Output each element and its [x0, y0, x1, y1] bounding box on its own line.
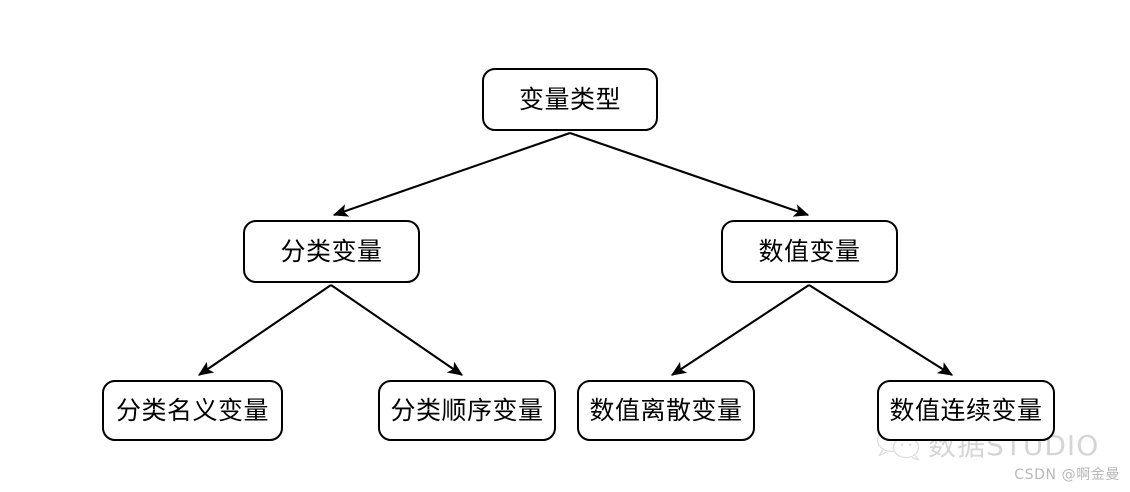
edge-categorical-nominal — [198, 284, 332, 376]
edge-root-numeric — [569, 132, 810, 217]
node-label: 数值连续变量 — [889, 396, 1043, 425]
node-ordinal-variable: 分类顺序变量 — [378, 380, 556, 441]
edge-root-categorical — [332, 132, 571, 217]
node-categorical-variable: 分类变量 — [243, 220, 420, 283]
node-variable-type: 变量类型 — [482, 68, 658, 131]
edge-numeric-continuous — [808, 284, 954, 376]
node-numeric-variable: 数值变量 — [721, 220, 898, 283]
node-label: 分类名义变量 — [115, 396, 269, 425]
node-continuous-variable: 数值连续变量 — [877, 380, 1055, 441]
node-nominal-variable: 分类名义变量 — [102, 380, 283, 441]
node-label: 数值变量 — [758, 237, 861, 266]
node-discrete-variable: 数值离散变量 — [577, 380, 755, 441]
edge-categorical-ordinal — [330, 284, 463, 376]
node-label: 分类顺序变量 — [390, 396, 544, 425]
watermark-credit: CSDN @啊金曼 — [1014, 467, 1120, 483]
node-label: 数值离散变量 — [589, 396, 743, 425]
node-label: 变量类型 — [518, 85, 621, 114]
node-label: 分类变量 — [280, 237, 383, 266]
edge-numeric-discrete — [670, 284, 810, 376]
